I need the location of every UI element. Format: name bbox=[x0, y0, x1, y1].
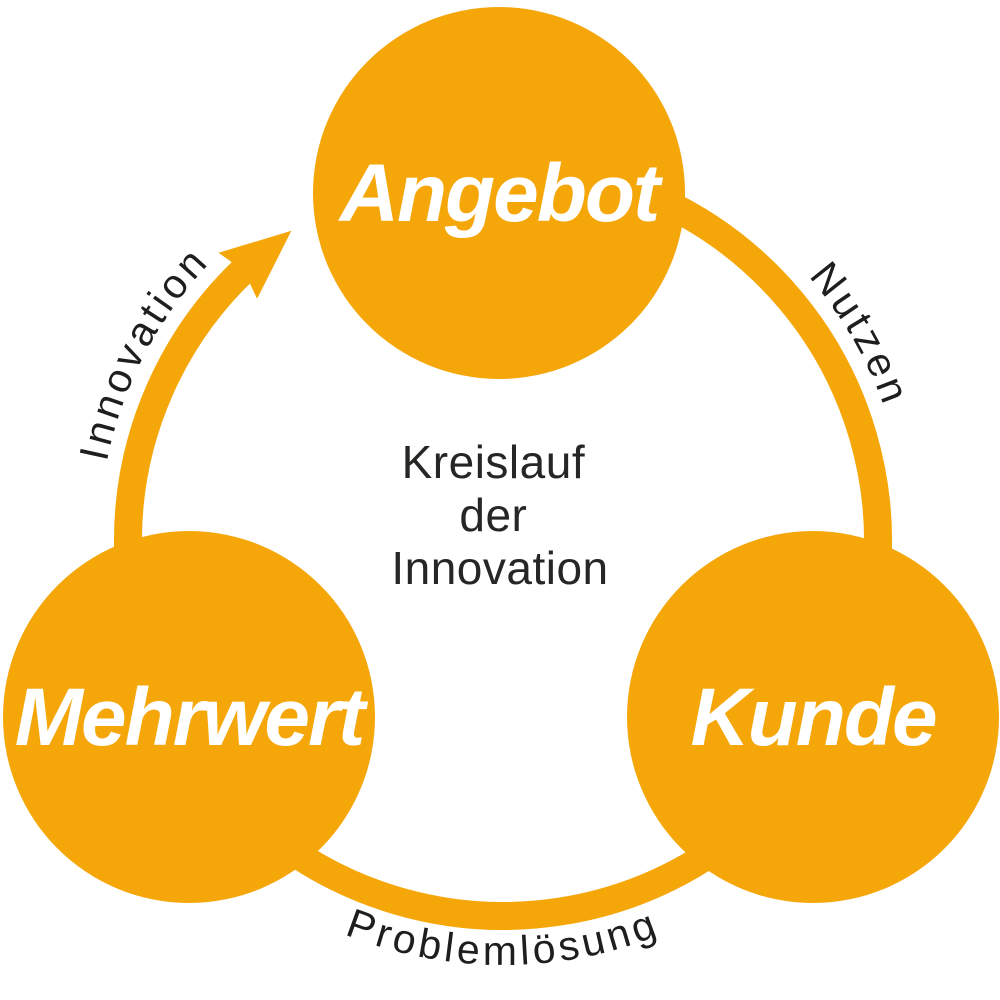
node-angebot-circle bbox=[313, 7, 685, 379]
cycle-ring-arc bbox=[113, 188, 892, 930]
node-mehrwert-label: Mehrwert bbox=[15, 672, 369, 763]
node-kunde-label: Kunde bbox=[690, 672, 935, 763]
node-mehrwert: Mehrwert bbox=[3, 531, 375, 903]
diagram-title: Kreislauf der Innovation bbox=[391, 436, 608, 594]
node-angebot-label: Angebot bbox=[338, 148, 664, 239]
node-kunde-circle bbox=[627, 531, 999, 903]
diagram-title-line-2: der bbox=[459, 489, 527, 541]
node-angebot: Angebot bbox=[313, 7, 685, 379]
diagram-title-line-3: Innovation bbox=[391, 542, 608, 594]
innovation-arrowhead-icon bbox=[218, 230, 292, 299]
node-kunde: Kunde bbox=[627, 531, 999, 903]
node-mehrwert-circle bbox=[3, 531, 375, 903]
diagram-title-line-1: Kreislauf bbox=[402, 436, 585, 488]
